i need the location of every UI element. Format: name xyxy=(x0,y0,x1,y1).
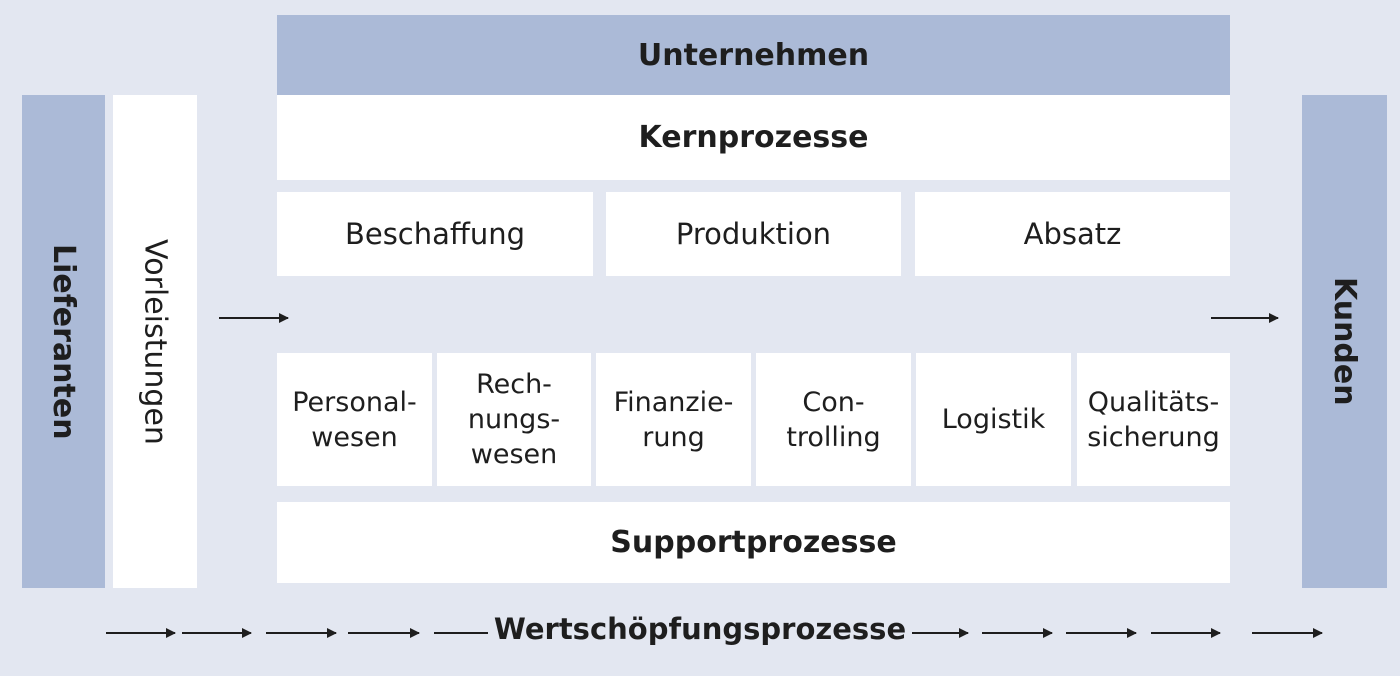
inputs-bar: Vorleistungen xyxy=(113,95,197,588)
company-header: Unternehmen xyxy=(277,15,1230,95)
core-item-produktion: Produktion xyxy=(606,192,901,276)
support-processes-footer: Supportprozesse xyxy=(277,502,1230,583)
customers-label: Kunden xyxy=(1327,277,1362,406)
support-item-qualitaetssicherung: Qualitäts- sicherung xyxy=(1077,353,1230,486)
suppliers-label: Lieferanten xyxy=(46,243,81,440)
value-chain-label: Wertschöpfungsprozesse xyxy=(487,612,913,646)
core-processes-title: Kernprozesse xyxy=(638,120,869,155)
company-title: Unternehmen xyxy=(637,37,870,73)
support-item-personalwesen: Personal- wesen xyxy=(277,353,432,486)
core-item-beschaffung: Beschaffung xyxy=(277,192,593,276)
support-item-controlling: Con- trolling xyxy=(756,353,911,486)
core-item-absatz: Absatz xyxy=(915,192,1230,276)
core-processes-header: Kernprozesse xyxy=(277,95,1230,180)
support-processes-title: Supportprozesse xyxy=(610,525,897,560)
support-item-finanzierung: Finanzie- rung xyxy=(596,353,751,486)
suppliers-bar: Lieferanten xyxy=(22,95,105,588)
value-chain-label-row: Wertschöpfungsprozesse xyxy=(0,612,1400,646)
inputs-label: Vorleistungen xyxy=(137,238,173,445)
support-item-rechnungswesen: Rech- nungs- wesen xyxy=(437,353,591,486)
customers-bar: Kunden xyxy=(1302,95,1387,588)
support-item-logistik: Logistik xyxy=(916,353,1071,486)
